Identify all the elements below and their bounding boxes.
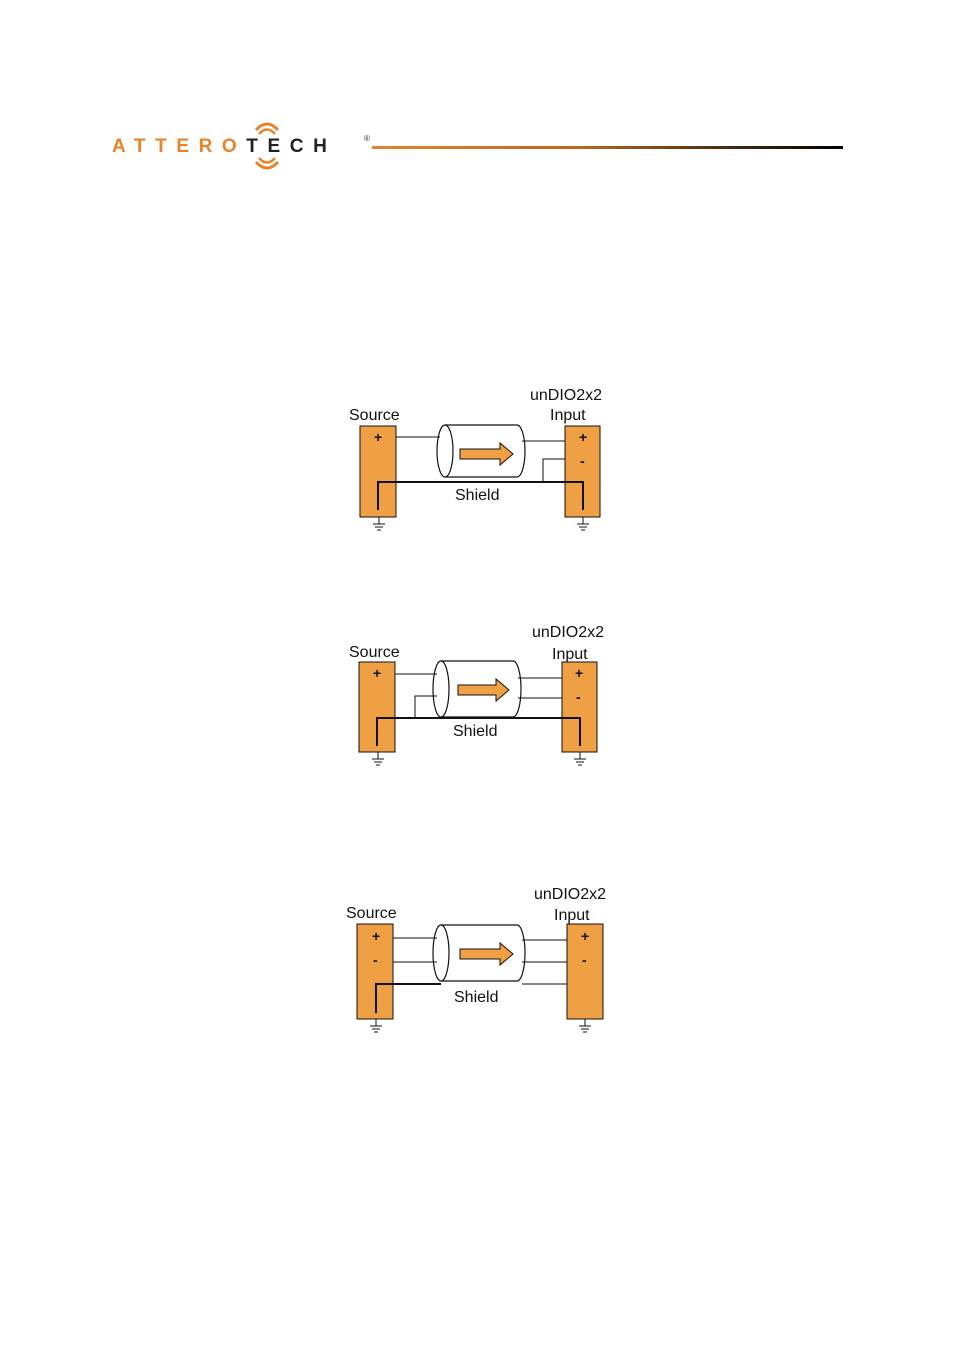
ground-symbol-source <box>370 1019 382 1032</box>
dest-label-line2: Input <box>550 407 586 424</box>
source-pin-plus: + <box>373 665 381 681</box>
wiring-diagram-2: Source unDIO2x2 Input + + - Shield <box>300 618 660 788</box>
dest-label-line1: unDIO2x2 <box>530 387 602 404</box>
page-header: ATTEROTECH ® <box>0 0 954 200</box>
wiring-diagram-3: Source unDIO2x2 Input + - + - Shield <box>300 880 660 1050</box>
dest-pin-plus: + <box>581 928 589 944</box>
dest-pin-minus: - <box>580 453 585 469</box>
wiring-diagram-1-svg: Source unDIO2x2 Input + + - Shield <box>300 380 660 550</box>
shield-label: Shield <box>453 723 497 740</box>
dest-label-line1: unDIO2x2 <box>532 624 604 641</box>
source-pin-plus: + <box>374 429 382 445</box>
wiring-diagram-2-svg: Source unDIO2x2 Input + + - Shield <box>300 618 660 788</box>
header-gradient-rule <box>372 146 843 149</box>
ground-symbol-source <box>373 517 385 530</box>
dest-pin-plus: + <box>575 665 583 681</box>
ground-symbol-dest <box>574 752 586 765</box>
ground-symbol-source <box>372 752 384 765</box>
dest-label-line2: Input <box>552 646 588 663</box>
shield-label: Shield <box>455 487 499 504</box>
dest-label-line2: Input <box>554 907 590 924</box>
source-label: Source <box>346 905 397 922</box>
cold-wire-dest <box>522 459 565 482</box>
source-label: Source <box>349 407 400 424</box>
registered-mark: ® <box>364 134 370 143</box>
source-label: Source <box>349 644 400 661</box>
dest-pin-minus: - <box>582 952 587 968</box>
attero-tech-logo: ATTEROTECH <box>112 136 336 158</box>
source-pin-plus: + <box>372 928 380 944</box>
dest-pin-minus: - <box>576 689 581 705</box>
ground-symbol-dest <box>579 1019 591 1032</box>
dest-label-line1: unDIO2x2 <box>534 886 606 903</box>
ground-symbol-dest <box>577 517 589 530</box>
logo-text-attero: ATTERO <box>112 136 246 157</box>
wiring-diagram-1: Source unDIO2x2 Input + + - Shield <box>300 380 660 550</box>
shield-label: Shield <box>454 989 498 1006</box>
logo-arc-mark <box>252 116 282 176</box>
dest-pin-plus: + <box>579 429 587 445</box>
source-pin-minus: - <box>373 952 378 968</box>
wiring-diagram-3-svg: Source unDIO2x2 Input + - + - Shield <box>300 880 660 1050</box>
